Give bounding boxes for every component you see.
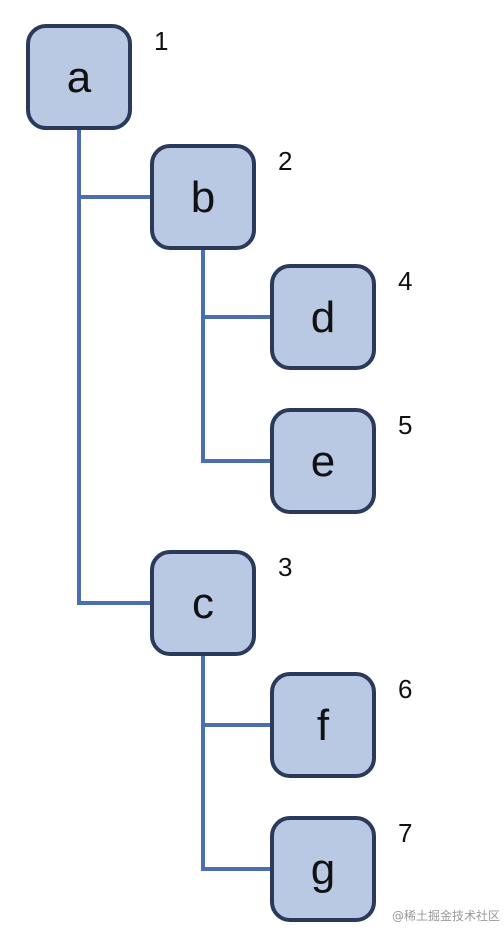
node-d-box bbox=[270, 264, 376, 370]
node-f-order: 6 bbox=[398, 674, 412, 704]
node-b-order: 2 bbox=[278, 146, 292, 176]
node-d-order: 4 bbox=[398, 266, 412, 296]
edge-b-e bbox=[201, 248, 272, 463]
node-b-box bbox=[150, 144, 256, 250]
node-b: b2 bbox=[150, 144, 292, 250]
node-e: e5 bbox=[270, 408, 412, 514]
node-c-order: 3 bbox=[278, 552, 292, 582]
node-e-label: e bbox=[311, 437, 335, 486]
node-d: d4 bbox=[270, 264, 412, 370]
node-d-label: d bbox=[311, 293, 335, 342]
node-g: g7 bbox=[270, 816, 412, 922]
edge-c-f bbox=[201, 654, 272, 727]
node-f: f6 bbox=[270, 672, 412, 778]
edge-a-c bbox=[77, 128, 152, 605]
node-c-label: c bbox=[192, 579, 214, 628]
edges-layer bbox=[77, 128, 272, 871]
edge-c-g bbox=[201, 654, 272, 871]
node-e-order: 5 bbox=[398, 410, 412, 440]
node-g-box bbox=[270, 816, 376, 922]
node-c: c3 bbox=[150, 550, 292, 656]
node-a: a1 bbox=[26, 24, 168, 130]
node-f-label: f bbox=[317, 701, 330, 750]
node-b-label: b bbox=[191, 173, 215, 222]
node-a-order: 1 bbox=[154, 26, 168, 56]
edge-a-b bbox=[77, 128, 152, 199]
node-a-box bbox=[26, 24, 132, 130]
node-g-label: g bbox=[311, 845, 335, 894]
watermark-text: @稀土掘金技术社区 bbox=[392, 908, 500, 923]
edge-b-d bbox=[201, 248, 272, 319]
node-g-order: 7 bbox=[398, 818, 412, 848]
node-a-label: a bbox=[67, 53, 92, 102]
node-c-box bbox=[150, 550, 256, 656]
node-e-box bbox=[270, 408, 376, 514]
node-f-box bbox=[270, 672, 376, 778]
